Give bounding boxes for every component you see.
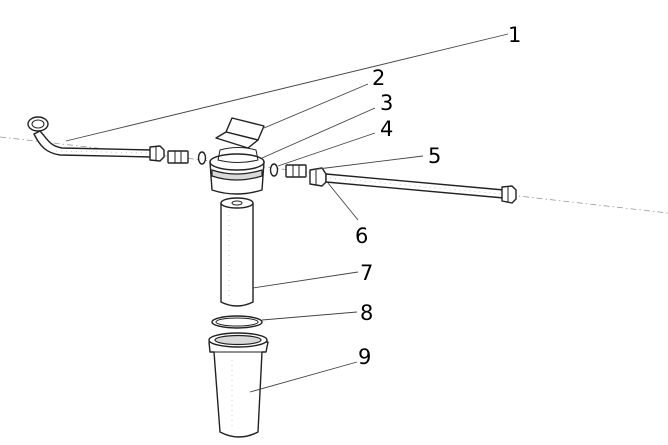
callout-7: 7 [360,261,373,285]
filter-housing [208,332,269,438]
callout-2: 2 [372,66,385,90]
callout-3: 3 [380,91,393,115]
right-o-ring [269,163,279,177]
callout-8: 8 [360,301,373,325]
callout-6: 6 [355,224,368,248]
sealing-ring [211,315,263,329]
filter-head [209,147,265,195]
leader-lines [65,33,509,393]
leader-2 [263,83,369,129]
callout-4: 4 [380,117,393,141]
left-o-ring [197,151,207,165]
leader-1 [65,33,509,142]
leader-9 [249,361,358,393]
leader-6 [327,182,359,221]
left-hose [27,116,165,162]
leader-5 [317,155,424,170]
callout-numbers: 1 2 3 4 5 6 7 8 9 [355,23,521,369]
right-nipple-fitting [285,164,307,178]
callout-5: 5 [428,144,441,168]
callout-9: 9 [358,345,371,369]
leader-4 [277,132,376,167]
filter-cartridge [220,197,254,307]
callout-1: 1 [508,23,521,47]
leader-7 [252,271,359,289]
left-nipple-fitting [167,150,189,164]
mounting-bracket [215,117,265,149]
right-hose [309,167,517,204]
leader-3 [261,107,376,159]
leader-8 [261,311,358,321]
